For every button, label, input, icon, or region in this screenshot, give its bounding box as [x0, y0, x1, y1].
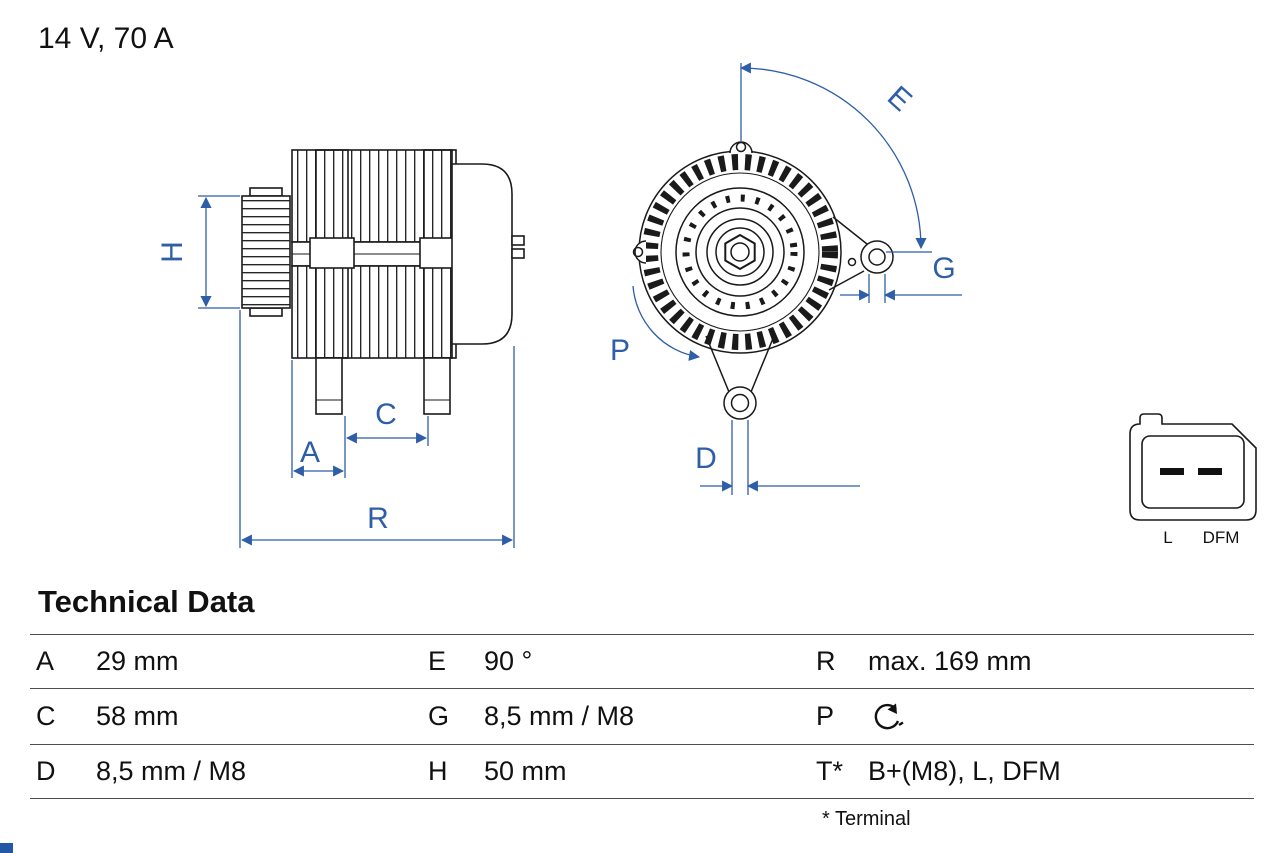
- technical-data-title: Technical Data: [38, 584, 255, 619]
- terminal-stud-2: [511, 248, 525, 259]
- side-view-dimensions: H A C R: [156, 195, 515, 548]
- dim-label-R: R: [367, 502, 389, 535]
- connector-pin-DFM: [1198, 468, 1222, 475]
- right-arm-bottom-edge: [828, 270, 865, 291]
- pulley-step-top: [249, 187, 283, 197]
- bottom-lug-hole: [730, 393, 750, 413]
- dim-label-G: G: [932, 252, 955, 285]
- brand-corner-mark: [0, 843, 13, 853]
- pulley-step-bottom: [249, 307, 283, 317]
- tech-value: 58 mm: [90, 688, 422, 745]
- tech-key: H: [422, 743, 478, 799]
- connector-pin-L: [1160, 468, 1184, 475]
- bearing-boss-rear: [419, 237, 457, 269]
- tech-key: E: [422, 634, 478, 689]
- body-fins-top: [291, 149, 457, 243]
- side-view: [241, 149, 525, 415]
- stator-slots-ring: [642, 154, 838, 350]
- bottom-arm-left-edge: [705, 335, 730, 393]
- vent-slots-ring: [682, 194, 798, 310]
- front-view: [632, 141, 894, 420]
- left-ear-hole: [632, 246, 644, 258]
- dim-label-E: E: [881, 80, 918, 118]
- body-fins-bottom: [291, 265, 457, 359]
- tech-row: D 8,5 mm / M8 H 50 mm T* B+(M8), L, DFM: [30, 743, 1254, 799]
- tech-row: C 58 mm G 8,5 mm / M8 P: [30, 688, 1254, 745]
- pulley: [241, 195, 291, 309]
- bearing-boss-front: [309, 237, 355, 269]
- tech-key: T*: [810, 743, 862, 799]
- dim-E-arc: [739, 62, 927, 250]
- alternator-technical-drawing: H A C R: [156, 62, 1257, 548]
- connector-label-DFM: DFM: [1203, 528, 1240, 547]
- tech-value-rotation: [862, 688, 1254, 745]
- technical-data-table: A 29 mm E 90 ° R max. 169 mm C 58 mm G 8…: [30, 634, 1254, 799]
- tech-row: A 29 mm E 90 ° R max. 169 mm: [30, 634, 1254, 689]
- mounting-foot-left: [315, 357, 343, 415]
- tech-key: G: [422, 688, 478, 745]
- bplus-terminal-stud: [511, 235, 525, 246]
- connector-pinout: L DFM: [1129, 413, 1257, 547]
- tech-key: P: [810, 688, 862, 745]
- right-arm-small-hole: [847, 257, 857, 267]
- tech-value: B+(M8), L, DFM: [862, 743, 1254, 799]
- right-lug: [860, 240, 894, 274]
- tech-key: R: [810, 634, 862, 689]
- tech-value: 8,5 mm / M8: [478, 688, 810, 745]
- connector-label-L: L: [1163, 528, 1172, 547]
- technical-data-section: Technical Data A 29 mm E 90 ° R max. 169…: [30, 584, 1254, 831]
- dim-label-A: A: [300, 436, 320, 469]
- mounting-foot-right: [423, 357, 451, 415]
- bottom-lug: [723, 386, 757, 420]
- connector-outline: [1129, 413, 1257, 521]
- rear-cap: [451, 163, 513, 345]
- rotation-direction-icon: [874, 703, 904, 730]
- dim-P-rotation-arc: [632, 285, 701, 361]
- dim-label-C: C: [375, 398, 397, 431]
- tech-key: D: [30, 743, 90, 799]
- left-ear: [634, 240, 647, 264]
- tech-value: max. 169 mm: [862, 634, 1254, 689]
- terminal-footnote: * Terminal: [822, 807, 911, 830]
- tech-value: 90 °: [478, 634, 810, 689]
- page-title: 14 V, 70 A: [38, 22, 174, 55]
- tech-value: 50 mm: [478, 743, 810, 799]
- tech-key: C: [30, 688, 90, 745]
- tech-value: 29 mm: [90, 634, 422, 689]
- bottom-arm-right-edge: [750, 335, 775, 393]
- tech-key: A: [30, 634, 90, 689]
- shaft-hex-nut: [724, 233, 756, 271]
- dim-label-H: H: [156, 241, 189, 263]
- dim-label-D: D: [695, 442, 717, 475]
- connector-inner: [1141, 435, 1245, 509]
- dim-label-P: P: [610, 334, 630, 367]
- tech-value: 8,5 mm / M8: [90, 743, 422, 799]
